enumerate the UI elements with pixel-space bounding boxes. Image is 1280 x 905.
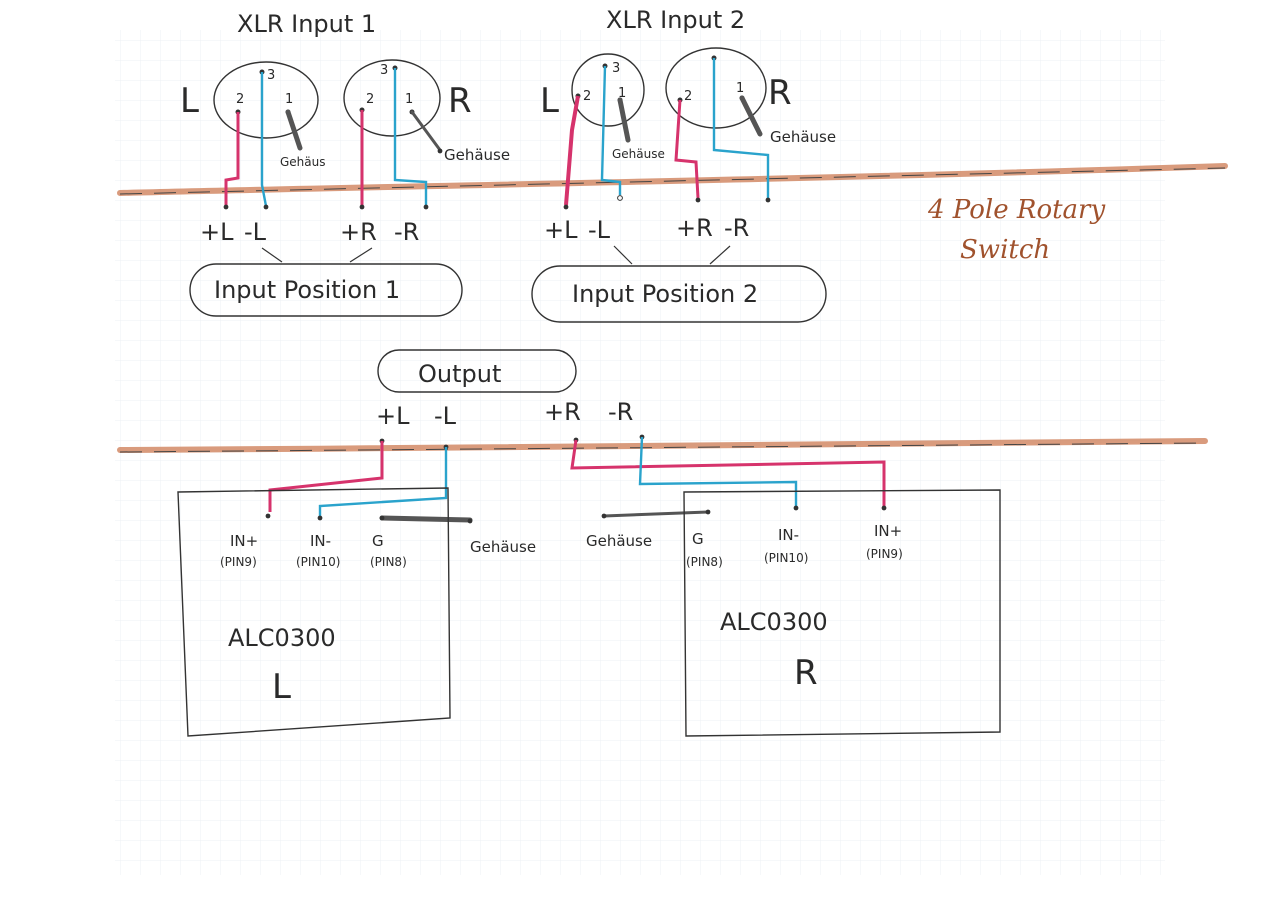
amp-right-name: ALC0300: [720, 608, 828, 636]
xlr-input-1-right-channel: R: [448, 81, 472, 121]
input-position-1-bubble: [189, 263, 463, 317]
output-left-wiring: [265, 438, 473, 524]
xlr2-left-pin3: 3: [612, 61, 620, 76]
output-minus-l: -L: [434, 402, 457, 430]
xlr-input-2-right-channel: R: [768, 73, 792, 113]
amp-left-module: IN+ (PIN9) IN- (PIN10) G (PIN8) ALC0300 …: [177, 487, 451, 737]
amp-left-in-plus: IN+: [230, 532, 258, 550]
amp-right-in-minus: IN-: [778, 526, 799, 544]
xlr-input-2-title: XLR Input 2: [606, 6, 745, 34]
amp-right-channel: R: [794, 653, 818, 693]
amp-right-in-plus-pin: (PIN9): [866, 547, 903, 561]
output-bubble: [377, 349, 577, 393]
xlr-input-2-left-channel: L: [540, 81, 559, 121]
xlr-input-2-right-connector: 2 1 R Gehäuse: [665, 47, 836, 203]
amp-right-g: G: [692, 530, 704, 548]
xlr2-right-pin2: 2: [684, 89, 692, 104]
amp-left-name: ALC0300: [228, 624, 336, 652]
xlr2-left-shield-label: Gehäuse: [612, 147, 665, 161]
amp-left-shield-label: Gehäuse: [470, 538, 536, 556]
output-title: Output: [418, 360, 501, 388]
input2-minus-l: -L: [588, 216, 611, 244]
input-position-2-bubble: [531, 265, 827, 323]
output-plus-l: +L: [376, 402, 410, 430]
xlr1-left-shield-label: Gehäus: [280, 155, 326, 169]
amp-left-g: G: [372, 532, 384, 550]
input1-minus-l: -L: [244, 218, 267, 246]
xlr2-right-shield-label: Gehäuse: [770, 128, 836, 146]
xlr1-right-pin1: 1: [405, 92, 413, 107]
input1-minus-r: -R: [394, 218, 419, 246]
input-position-2-label: Input Position 2: [572, 280, 758, 308]
xlr2-left-pin2: 2: [583, 89, 591, 104]
amp-right-g-pin: (PIN8): [686, 555, 723, 569]
xlr-input-1-right-connector: 3 2 1 R Gehäuse: [343, 59, 510, 210]
amp-left-in-plus-pin: (PIN9): [220, 555, 257, 569]
input1-plus-l: +L: [200, 218, 234, 246]
rotary-switch-deck-bottom: [117, 438, 1208, 453]
amp-left-g-pin: (PIN8): [370, 555, 407, 569]
output-minus-r: -R: [608, 398, 633, 426]
xlr-input-1-left-channel: L: [180, 81, 199, 121]
amp-left-channel: L: [272, 667, 291, 707]
input-position-1-label: Input Position 1: [214, 276, 400, 304]
output-plus-r: +R: [544, 398, 581, 426]
xlr1-left-pin2: 2: [236, 92, 244, 107]
amp-right-in-minus-pin: (PIN10): [764, 551, 808, 565]
input2-plus-r: +R: [676, 214, 713, 242]
amp-right-in-plus: IN+: [874, 522, 902, 540]
xlr-input-1-title: XLR Input 1: [237, 10, 376, 38]
amp-right-module: G (PIN8) IN- (PIN10) IN+ (PIN9) ALC0300 …: [683, 489, 1001, 737]
amp-left-in-minus-pin: (PIN10): [296, 555, 340, 569]
xlr1-right-pin3: 3: [380, 63, 388, 78]
xlr1-left-pin1: 1: [285, 92, 293, 107]
input1-plus-r: +R: [340, 218, 377, 246]
amp-right-shield-label: Gehäuse: [586, 532, 652, 550]
xlr1-right-pin2: 2: [366, 92, 374, 107]
xlr-input-1-left-connector: L 3 2 1 Gehäus: [180, 61, 326, 210]
input2-minus-r: -R: [724, 214, 749, 242]
xlr-input-2-left-connector: L 3 2 1 Gehäuse: [540, 53, 665, 210]
amp-left-in-minus: IN-: [310, 532, 331, 550]
switch-label-line-1: 4 Pole Rotary: [927, 195, 1105, 225]
xlr1-left-pin3: 3: [267, 68, 275, 83]
switch-label-line-2: Switch: [960, 235, 1050, 265]
xlr2-right-pin1: 1: [736, 81, 744, 96]
xlr1-right-shield-label: Gehäuse: [444, 146, 510, 164]
input2-plus-l: +L: [544, 216, 578, 244]
xlr2-left-pin1: 1: [618, 86, 626, 101]
output-right-wiring: [570, 434, 887, 519]
